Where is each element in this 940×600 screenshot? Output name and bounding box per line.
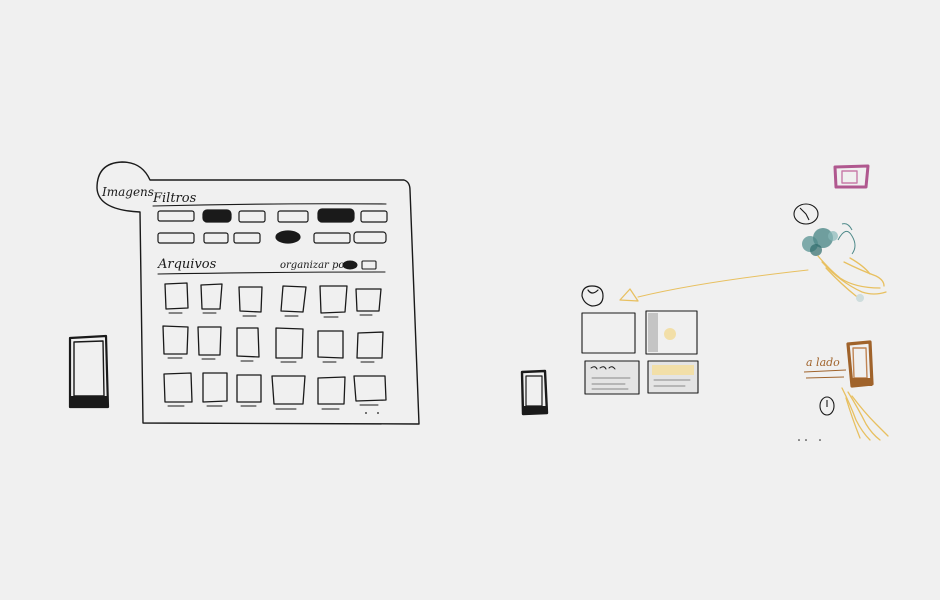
brown-tablet-sketch bbox=[848, 342, 872, 386]
filter-chip-active[interactable] bbox=[318, 209, 354, 222]
filter-chip[interactable] bbox=[354, 232, 386, 243]
triangle-icon bbox=[620, 289, 638, 301]
file-thumbnail[interactable] bbox=[164, 373, 192, 402]
filter-chip[interactable] bbox=[239, 211, 265, 222]
teal-blobs bbox=[802, 228, 864, 302]
filter-chips-row-2 bbox=[158, 231, 386, 243]
connector-line bbox=[638, 270, 808, 297]
profile-icon bbox=[582, 286, 603, 306]
file-grid bbox=[163, 283, 386, 409]
window-frame bbox=[97, 162, 419, 424]
file-thumbnail[interactable] bbox=[272, 376, 305, 404]
file-thumbnail[interactable] bbox=[357, 332, 383, 358]
sort-label: organizar por: bbox=[280, 260, 353, 271]
yellow-hand-lower bbox=[842, 388, 888, 440]
pink-tablet-sketch bbox=[835, 166, 868, 187]
file-thumbnail[interactable] bbox=[163, 326, 188, 354]
clock-icon bbox=[794, 204, 818, 224]
clock-icon-2 bbox=[820, 397, 834, 415]
file-thumbnail[interactable] bbox=[237, 328, 259, 357]
files-label: Arquivos bbox=[157, 257, 217, 272]
file-thumbnail[interactable] bbox=[281, 286, 306, 312]
gallery-panel[interactable] bbox=[582, 313, 635, 353]
file-thumbnail[interactable] bbox=[201, 284, 222, 309]
filter-chips-row-1 bbox=[158, 209, 387, 222]
file-thumbnail[interactable] bbox=[165, 283, 188, 309]
files-underline bbox=[158, 272, 385, 274]
filter-chip[interactable] bbox=[234, 233, 260, 243]
file-thumbnail[interactable] bbox=[203, 373, 227, 402]
filter-chip-active[interactable] bbox=[276, 231, 300, 243]
small-label-underline bbox=[804, 370, 846, 378]
filter-chip-active[interactable] bbox=[203, 210, 231, 222]
file-thumbnail[interactable] bbox=[318, 331, 343, 358]
sort-dropdown[interactable] bbox=[362, 261, 376, 269]
file-thumbnail[interactable] bbox=[354, 376, 386, 401]
filter-chip[interactable] bbox=[204, 233, 228, 243]
file-thumbnail[interactable] bbox=[356, 289, 381, 311]
small-label: a lado bbox=[806, 356, 840, 369]
filter-chip[interactable] bbox=[361, 211, 387, 222]
gallery-sketch bbox=[582, 286, 698, 394]
tab-title: Imagens bbox=[101, 185, 154, 199]
file-thumbnail[interactable] bbox=[239, 287, 262, 312]
sort-toggle-icon[interactable] bbox=[343, 261, 357, 269]
filter-chip[interactable] bbox=[158, 233, 194, 243]
filter-chip[interactable] bbox=[158, 211, 194, 221]
file-thumbnail[interactable] bbox=[318, 377, 345, 404]
filters-label: Filtros bbox=[152, 191, 197, 206]
pagination-dots bbox=[365, 412, 379, 414]
filter-chip[interactable] bbox=[278, 211, 308, 222]
file-thumbnail[interactable] bbox=[320, 286, 347, 313]
phone-sketch-small bbox=[522, 371, 547, 414]
file-thumbnail[interactable] bbox=[198, 327, 221, 355]
phone-home-bar bbox=[70, 396, 108, 407]
file-thumbnail[interactable] bbox=[237, 375, 261, 402]
wireframe-window: Imagens Filtros Arquivos organizar por: bbox=[97, 162, 419, 424]
yellow-hand-upper bbox=[818, 256, 886, 296]
phone-sketch-large bbox=[70, 336, 108, 407]
filter-chip[interactable] bbox=[314, 233, 350, 243]
stray-dots bbox=[798, 439, 821, 441]
file-thumbnail[interactable] bbox=[276, 328, 303, 358]
teal-scribble bbox=[838, 224, 855, 254]
